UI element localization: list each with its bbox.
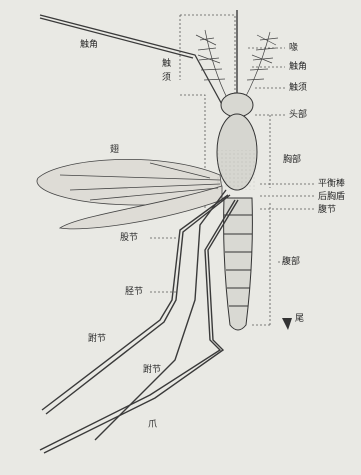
label-palp: 触 须 <box>160 58 170 82</box>
label-mouthpart-b: 触须 <box>289 83 307 93</box>
label-thorax: 胸部 <box>283 155 301 165</box>
legs <box>40 190 238 453</box>
label-claw: 爪 <box>148 420 157 430</box>
label-antenna-left: 触角 <box>80 40 98 50</box>
label-leg-segment: 跗节 <box>143 365 161 375</box>
label-femur: 股节 <box>120 233 138 243</box>
label-tibia: 胫节 <box>125 287 143 297</box>
label-tarsus: 跗节 <box>88 334 106 344</box>
label-haltere-c: 腹节 <box>318 205 336 215</box>
label-head: 头部 <box>289 110 307 120</box>
label-haltere-b: 后胸盾 <box>318 192 345 202</box>
head-shape <box>221 93 253 117</box>
label-abdomen: 腹部 <box>282 257 300 267</box>
long-antenna <box>40 15 225 110</box>
label-mouthpart-a: 触角 <box>289 62 307 72</box>
tail-mark <box>282 318 292 330</box>
wings <box>37 159 222 228</box>
label-proboscis: 喙 <box>289 43 298 53</box>
thorax-texture <box>217 150 257 190</box>
label-haltere-a: 平衡棒 <box>318 179 345 189</box>
label-wing: 翅 <box>110 145 119 155</box>
label-tail: 尾 <box>295 314 304 324</box>
